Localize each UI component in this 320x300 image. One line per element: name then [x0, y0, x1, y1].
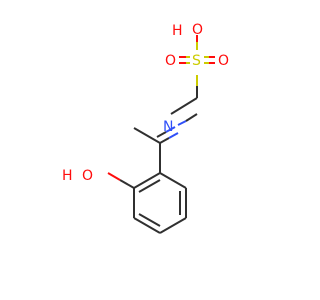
ethyl-bond	[170, 97, 198, 115]
ring-bond	[133, 217, 161, 234]
n-ch2-bond-c	[185, 113, 198, 122]
sulfonic-oxygen-top-label: O	[192, 22, 203, 38]
methyl-bond	[133, 127, 161, 144]
imine-double-bond-n2	[165, 126, 176, 133]
structure-diagram: H O O S O N H O	[62, 22, 229, 234]
phenol-oxygen-label: O	[82, 168, 93, 184]
phenol-bond-c	[119, 179, 135, 189]
sulfonic-oxygen-right-label: O	[218, 53, 229, 69]
ring-bond	[133, 172, 161, 189]
phenol-hydrogen-label: H	[62, 168, 73, 184]
benzene-ring	[133, 172, 187, 234]
ring-bond-inner	[138, 213, 161, 227]
sulfonic-hydrogen-label: H	[172, 23, 183, 39]
molecule-drawing: H O O S O N H O	[62, 22, 229, 234]
sulfonic-oxygen-left-label: O	[165, 53, 176, 69]
n-ch2-bond-n	[177, 120, 187, 126]
imine-nitrogen-label: N	[163, 119, 173, 135]
imine-double-bond-n	[168, 132, 179, 139]
imine-double-bond-c2	[156, 131, 167, 138]
imine-double-bond-c	[159, 137, 170, 144]
ring-bond	[159, 172, 187, 189]
ring-bond	[159, 217, 187, 234]
ring-bond-inner	[138, 179, 161, 193]
phenol-bond-o	[107, 172, 121, 181]
sulfur-label: S	[192, 53, 201, 69]
